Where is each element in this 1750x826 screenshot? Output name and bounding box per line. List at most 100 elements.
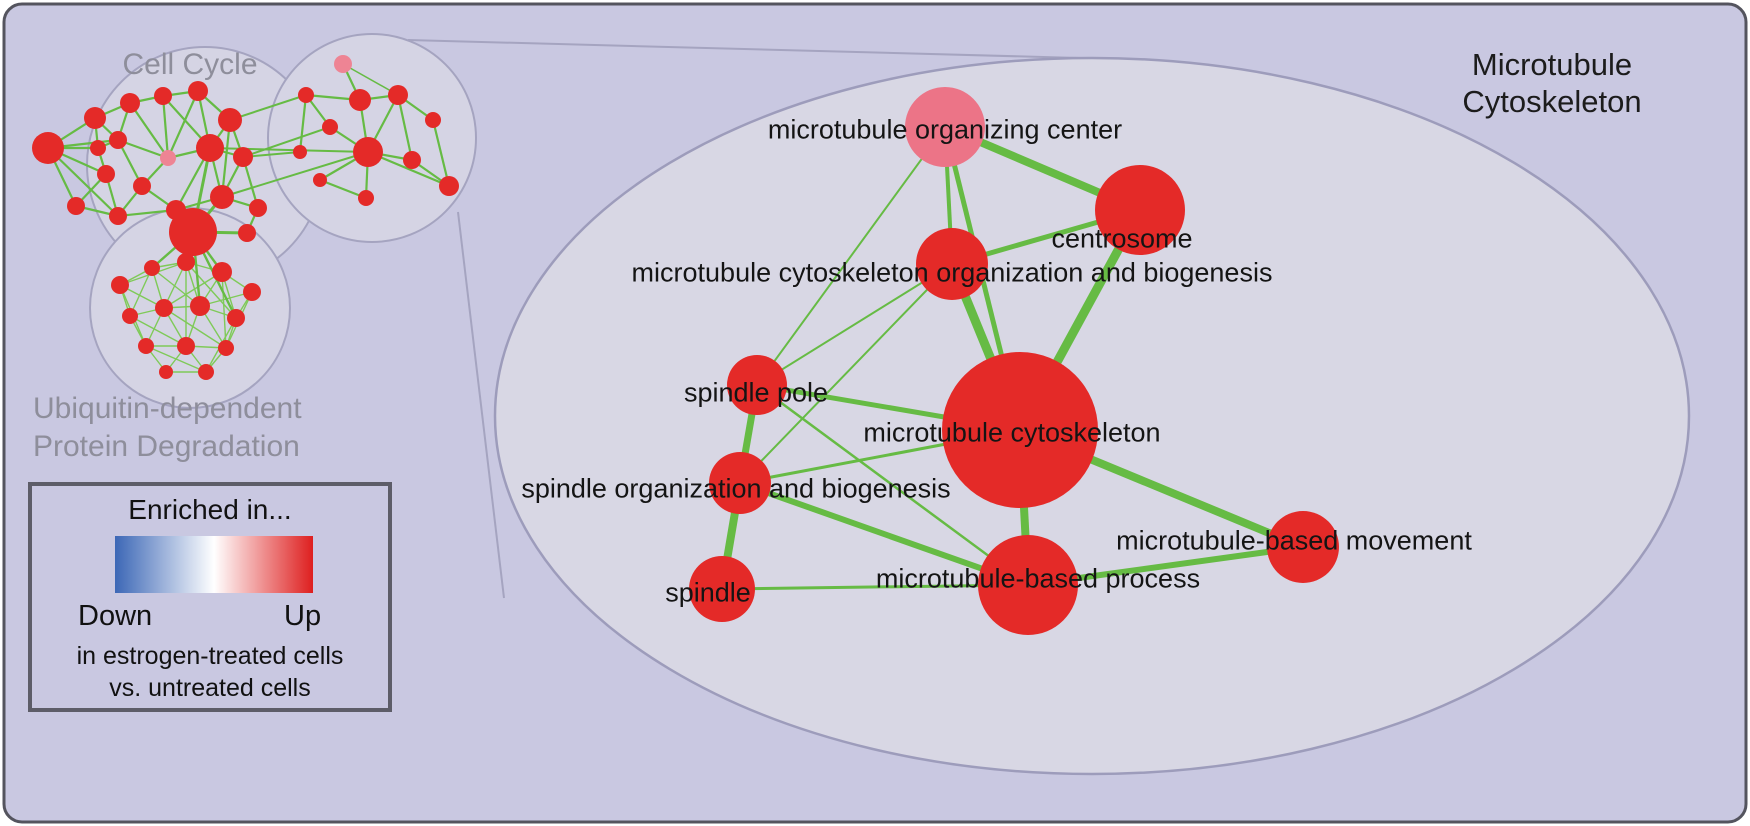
overview-edge: [396, 94, 414, 161]
overview-node-33: [144, 260, 160, 276]
legend-title: Enriched in...: [128, 494, 292, 525]
cluster-label-ubiquitin-line2: Protein Degradation: [33, 430, 300, 463]
edge-microtubule-cytoskeleton-organization--spindle-organization: [739, 263, 953, 484]
zoom-cone-lines: [407, 39, 1081, 599]
overview-node-19: [238, 224, 256, 242]
overview-node-37: [122, 308, 138, 324]
overview-node-25: [322, 119, 338, 135]
overview-edge: [229, 94, 307, 121]
overview-node-0: [32, 132, 64, 164]
overview-edge: [129, 267, 153, 317]
overview-edge: [342, 63, 399, 96]
zoom-cone-line-1: [457, 211, 505, 599]
overview-node-34: [177, 253, 195, 271]
cluster-label-ubiquitin: Ubiquitin-dependent Protein Degradation: [33, 390, 302, 466]
legend-caption-line1: in estrogen-treated cells: [76, 642, 344, 670]
legend-down-label: Down: [78, 600, 153, 632]
cluster-label-ubiquitin-line1: Ubiquitin-dependent: [33, 392, 302, 425]
overview-node-11: [109, 207, 127, 225]
overview-node-9: [97, 165, 115, 183]
overview-node-1: [84, 107, 106, 129]
overview-edge: [47, 147, 119, 217]
main-nodes-layer: [689, 87, 1339, 635]
overview-node-31: [293, 145, 307, 159]
edge-microtubule-based-process--spindle: [721, 583, 1029, 591]
overview-edge: [221, 271, 227, 349]
overview-edge: [220, 119, 232, 198]
legend-up-label: Up: [284, 600, 322, 632]
cluster-label-cell-cycle: Cell Cycle: [122, 48, 258, 81]
zoom-cluster-title: Microtubule Cytoskeleton: [1462, 46, 1641, 120]
zoom-cluster-title-line1: Microtubule: [1471, 47, 1633, 82]
node-spindle-pole: [727, 355, 787, 415]
overview-node-38: [155, 299, 173, 317]
overview-node-7: [160, 150, 176, 166]
overview-node-20: [334, 55, 352, 73]
overview-node-5: [218, 108, 242, 132]
overview-node-2: [120, 93, 140, 113]
node-microtubule-cytoskeleton: [942, 352, 1098, 508]
overview-node-44: [198, 364, 214, 380]
overview-edge: [209, 147, 369, 153]
overview-edge: [319, 178, 367, 200]
overview-node-13: [233, 147, 253, 167]
overview-nodes-layer: [32, 55, 459, 380]
overview-node-39: [190, 296, 210, 316]
overview-edge: [129, 315, 187, 347]
overview-node-43: [218, 340, 234, 356]
overview-node-15: [210, 185, 234, 209]
legend-box: Enriched in... Down Up in estrogen-treat…: [28, 482, 392, 712]
overview-edge: [298, 94, 308, 153]
overview-node-8: [133, 177, 151, 195]
node-microtubule-based-movement: [1267, 511, 1339, 583]
edge-microtubule-organizing-center--spindle-pole: [756, 126, 946, 386]
node-microtubule-cytoskeleton-organization: [916, 228, 988, 300]
overview-node-4: [188, 81, 208, 101]
overview-node-27: [403, 151, 421, 169]
overview-node-23: [388, 85, 408, 105]
zoom-cone-line-0: [407, 39, 1081, 59]
node-spindle: [689, 556, 755, 622]
edge-microtubule-cytoskeleton-organization--spindle-pole: [756, 263, 953, 386]
overview-cluster-circle-2: [89, 207, 291, 409]
overview-node-22: [349, 89, 371, 111]
edge-spindle-organization--microtubule-based-process: [738, 480, 1030, 588]
legend-gradient-bar: [115, 536, 313, 593]
overview-node-24: [425, 112, 441, 128]
overview-node-17: [169, 208, 217, 256]
overview-node-6: [109, 131, 127, 149]
overview-edge: [151, 267, 201, 307]
edge-spindle-pole--microtubule-based-process: [756, 383, 1029, 587]
overview-node-30: [313, 173, 327, 187]
overview-node-32: [111, 276, 129, 294]
overview-node-45: [159, 365, 173, 379]
overview-edge: [431, 119, 451, 187]
node-microtubule-based-process: [978, 535, 1078, 635]
overview-node-35: [212, 262, 232, 282]
node-microtubule-organizing-center: [905, 87, 985, 167]
overview-node-18: [90, 140, 106, 156]
overview-node-40: [227, 309, 245, 327]
overview-node-29: [358, 190, 374, 206]
node-spindle-organization: [709, 452, 771, 514]
overview-node-36: [243, 283, 261, 301]
overview-edge: [221, 151, 369, 198]
overview-node-28: [439, 176, 459, 196]
node-centrosome: [1095, 165, 1185, 255]
overview-node-3: [154, 87, 172, 105]
zoom-cluster-title-line2: Cytoskeleton: [1462, 84, 1642, 119]
overview-edge: [129, 102, 169, 159]
overview-edge: [242, 126, 331, 158]
overview-edge: [161, 95, 170, 159]
overview-edge: [166, 90, 200, 159]
legend-caption-line2: vs. untreated cells: [109, 674, 311, 702]
overview-node-26: [353, 137, 383, 167]
overview-node-21: [298, 87, 314, 103]
overview-node-12: [196, 134, 224, 162]
overview-node-16: [249, 199, 267, 217]
overview-node-41: [138, 338, 154, 354]
overview-edge: [163, 271, 223, 309]
overview-edge: [163, 307, 227, 349]
